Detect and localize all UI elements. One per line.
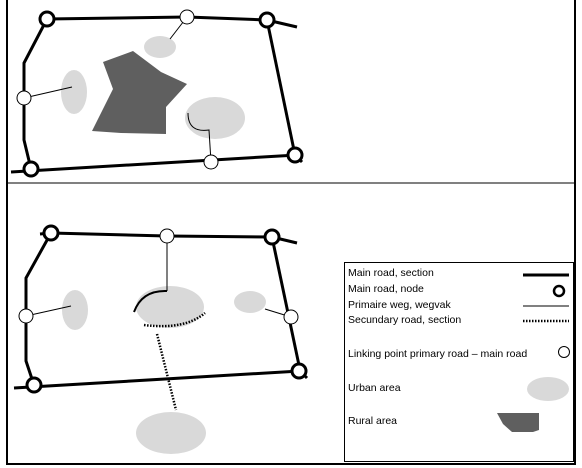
main-road-section xyxy=(13,369,301,390)
primary-road-section xyxy=(23,86,73,99)
main-road-section xyxy=(270,236,302,371)
urban-area xyxy=(234,291,266,313)
legend-label-secondary-road: Secundary road, section xyxy=(348,314,462,326)
top-diagram xyxy=(10,9,304,178)
main-road-node xyxy=(286,146,304,164)
main-road-section xyxy=(265,19,297,156)
main-road-section xyxy=(24,232,53,386)
linking-point xyxy=(16,90,32,106)
urban-area xyxy=(62,290,88,330)
legend-label-main-road-node: Main road, node xyxy=(348,283,424,295)
main-road-node xyxy=(263,228,281,246)
main-road-section xyxy=(46,15,298,29)
legend-label-linking-point: Linking point primary road – main road xyxy=(348,348,528,360)
thick-line-icon xyxy=(523,273,569,277)
main-road-node xyxy=(22,160,40,178)
urban-area xyxy=(185,97,245,139)
figure-frame xyxy=(6,0,576,465)
linking-point xyxy=(203,154,219,170)
urban-area xyxy=(136,412,206,454)
legend-label-rural-area: Rural area xyxy=(348,415,398,427)
legend-label-primary-road: Primaire weg, wegvak xyxy=(348,299,451,311)
ellipse-icon xyxy=(527,377,569,401)
secondary-road-section xyxy=(155,333,178,411)
thin-line-icon xyxy=(523,305,569,307)
main-road-node xyxy=(290,362,308,380)
bottom-diagram xyxy=(13,224,309,454)
legend: Main road, section Main road, node Prima… xyxy=(344,262,574,462)
urban-area xyxy=(144,36,176,58)
main-road-section xyxy=(10,153,298,174)
urban-area xyxy=(61,70,87,114)
rural-area xyxy=(92,51,187,134)
primary-road-section xyxy=(25,305,72,317)
linking-point xyxy=(18,308,34,324)
urban-area xyxy=(136,286,204,328)
thin-circle-icon xyxy=(558,346,570,358)
legend-label-urban-area: Urban area xyxy=(348,382,401,394)
primary-road-section xyxy=(187,112,212,163)
polygon-icon xyxy=(497,413,539,432)
main-road-node xyxy=(25,376,43,394)
dotted-line-icon xyxy=(523,319,569,323)
linking-point xyxy=(179,9,195,25)
main-road-node xyxy=(258,11,276,29)
linking-point xyxy=(159,228,175,244)
secondary-road-section xyxy=(143,312,206,328)
thick-circle-icon xyxy=(552,284,566,298)
primary-road-section xyxy=(133,289,168,313)
main-road-node xyxy=(38,10,56,28)
main-road-node xyxy=(42,224,60,242)
legend-label-main-road-section: Main road, section xyxy=(348,267,434,279)
linking-point xyxy=(283,309,299,325)
